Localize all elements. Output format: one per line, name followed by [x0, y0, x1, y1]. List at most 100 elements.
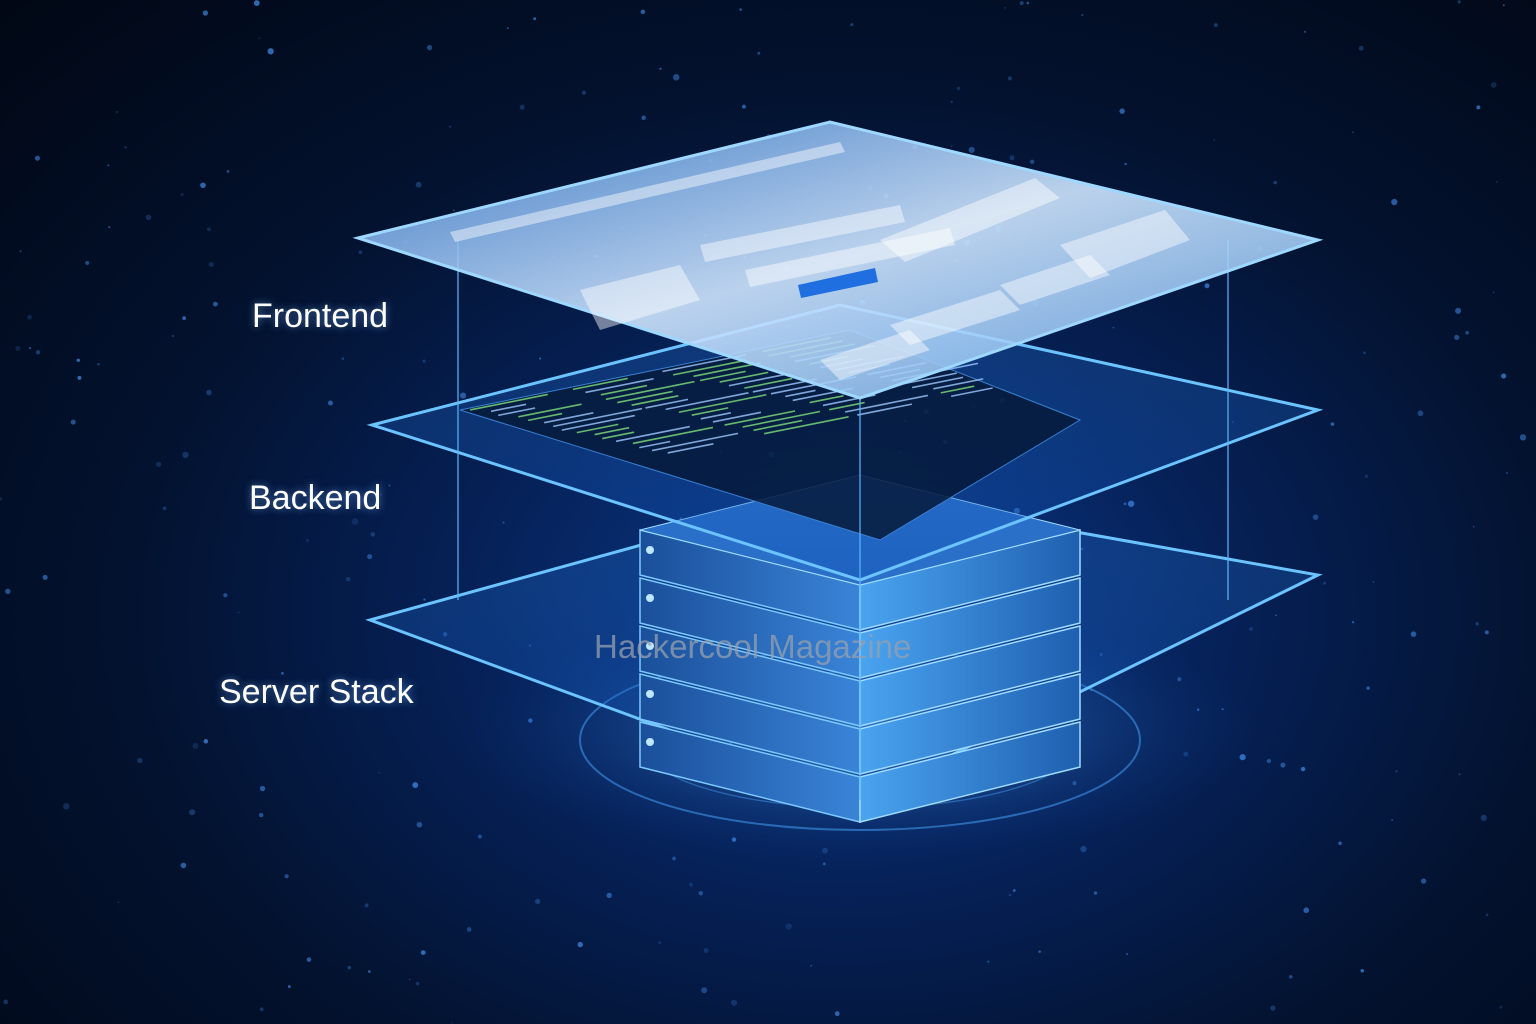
server-led	[646, 690, 654, 698]
particle	[689, 882, 693, 887]
particle	[258, 37, 261, 40]
server-unit-side	[859, 721, 1081, 823]
code-line	[950, 387, 993, 398]
particle	[1008, 893, 1012, 897]
particle	[968, 146, 975, 153]
particle	[124, 146, 127, 149]
particle	[1372, 581, 1375, 584]
particle	[212, 301, 218, 307]
particle	[1480, 814, 1487, 821]
particle	[1492, 291, 1495, 294]
code-line	[651, 432, 739, 452]
particle	[115, 110, 119, 114]
particle	[223, 593, 228, 598]
particle	[281, 671, 284, 675]
particle	[606, 892, 612, 898]
particle	[533, 17, 537, 21]
particle	[640, 9, 646, 15]
particle	[1457, 0, 1461, 4]
particle	[466, 927, 472, 932]
code-line	[742, 410, 821, 428]
particle	[1126, 953, 1128, 955]
particle	[1485, 913, 1489, 917]
particle	[1119, 108, 1125, 114]
code-line	[600, 384, 648, 396]
code-editor-panel	[459, 329, 1082, 541]
particle	[3, 999, 9, 1005]
frame-edges	[457, 240, 1229, 800]
particle	[341, 357, 345, 360]
particle	[1213, 23, 1218, 28]
particle	[1366, 686, 1370, 690]
particle	[950, 145, 953, 147]
particle	[162, 506, 167, 511]
particle	[192, 743, 199, 749]
particle	[701, 987, 708, 994]
particle	[1351, 131, 1355, 134]
code-line	[470, 393, 548, 411]
particle	[180, 192, 184, 197]
server-stack-label: Server Stack	[219, 673, 414, 711]
particle	[1303, 907, 1310, 914]
particle	[70, 419, 76, 425]
code-line	[728, 373, 785, 387]
particle	[42, 574, 48, 580]
particle	[1519, 434, 1527, 441]
particle	[63, 803, 70, 810]
particle	[415, 181, 422, 188]
particle	[1288, 974, 1293, 979]
code-line	[809, 395, 844, 404]
particle	[28, 346, 32, 350]
particle	[1506, 472, 1508, 474]
particle	[208, 261, 214, 268]
particle	[1465, 330, 1470, 335]
code-line	[829, 401, 865, 411]
particle	[226, 169, 230, 173]
particle	[1395, 770, 1398, 773]
particle	[1009, 155, 1015, 161]
particle	[577, 941, 583, 948]
particle	[1266, 758, 1272, 764]
frontend-label: Frontend	[252, 297, 389, 335]
particle	[237, 611, 240, 614]
particle	[672, 856, 676, 861]
particle	[107, 164, 110, 167]
particle	[267, 48, 274, 55]
particle	[1475, 622, 1479, 626]
particle	[1502, 4, 1505, 7]
particle	[422, 359, 426, 363]
particle	[448, 125, 452, 128]
particle	[287, 985, 291, 988]
particle	[259, 785, 266, 792]
particle	[1029, 159, 1035, 164]
server-led	[646, 642, 654, 650]
particle	[364, 903, 369, 908]
particle	[378, 771, 381, 774]
server-led	[646, 594, 654, 602]
particle	[1019, 1, 1024, 6]
particle	[1391, 819, 1394, 821]
particle	[5, 588, 11, 595]
particle	[345, 576, 351, 582]
particle	[1124, 162, 1127, 166]
particle	[416, 821, 423, 828]
code-line	[719, 371, 769, 383]
particle	[519, 104, 525, 110]
particle	[347, 965, 351, 970]
particle	[1038, 950, 1041, 953]
particle	[1127, 500, 1135, 507]
particle	[367, 970, 371, 973]
code-line	[691, 407, 729, 416]
particle	[850, 23, 854, 27]
particle	[258, 812, 264, 818]
code-line	[744, 377, 793, 389]
code-line	[678, 393, 767, 414]
particle	[785, 923, 792, 930]
particle	[35, 350, 41, 355]
particle	[1330, 422, 1335, 426]
particle	[1495, 180, 1499, 184]
code-line	[632, 426, 714, 445]
code-line	[490, 403, 527, 413]
server-stack	[639, 474, 1081, 823]
